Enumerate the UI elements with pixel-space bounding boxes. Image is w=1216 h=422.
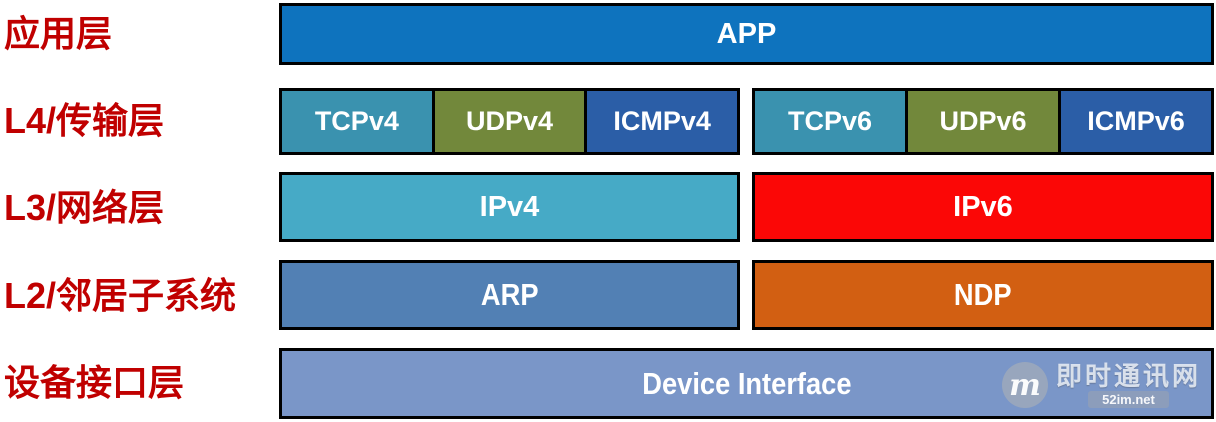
- box-ndp-label: NDP: [954, 277, 1012, 312]
- box-ipv4: IPv4: [279, 172, 740, 242]
- watermark: m 即时通讯网 52im.net: [1001, 361, 1201, 408]
- layer-label-device-interface: 设备接口层: [4, 362, 185, 403]
- box-icmpv6: ICMPv6: [1061, 91, 1211, 152]
- box-icmpv4-label: ICMPv4: [613, 106, 711, 136]
- box-ipv6: IPv6: [752, 172, 1214, 242]
- transport-v4-group: TCPv4 UDPv4 ICMPv4: [279, 88, 740, 155]
- box-tcpv4-label: TCPv4: [314, 106, 399, 136]
- transport-v6-group: TCPv6 UDPv6 ICMPv6: [752, 88, 1214, 155]
- box-arp: ARP: [279, 260, 740, 330]
- box-ndp: NDP: [752, 260, 1214, 330]
- box-udpv6-label: UDPv6: [939, 106, 1027, 136]
- box-arp-label: ARP: [480, 277, 539, 312]
- watermark-site-name: 即时通讯网: [1055, 361, 1201, 391]
- box-ipv6-label: IPv6: [953, 190, 1013, 223]
- box-tcpv6-label: TCPv6: [787, 106, 873, 136]
- box-app: APP: [279, 3, 1214, 65]
- box-udpv6: UDPv6: [908, 91, 1058, 152]
- watermark-logo-icon: m: [1001, 362, 1048, 408]
- box-tcpv4: TCPv4: [282, 91, 432, 152]
- box-udpv4-label: UDPv4: [465, 106, 554, 136]
- layer-label-application: 应用层: [4, 13, 113, 54]
- watermark-site-url: 52im.net: [1088, 391, 1169, 408]
- box-tcpv6: TCPv6: [755, 91, 905, 152]
- box-app-label: APP: [716, 17, 777, 50]
- box-device-interface-label: Device Interface: [641, 365, 852, 401]
- box-icmpv6-label: ICMPv6: [1087, 106, 1185, 136]
- layer-label-l4-transport: L4/传输层: [4, 100, 165, 141]
- box-icmpv4: ICMPv4: [587, 91, 738, 152]
- layer-label-l2-neighbor: L2/邻居子系统: [4, 275, 237, 316]
- box-ipv4-label: IPv4: [479, 190, 540, 223]
- box-device-interface: Device Interface m 即时通讯网 52im.net: [279, 348, 1214, 419]
- box-udpv4: UDPv4: [434, 91, 585, 152]
- layer-label-l3-network: L3/网络层: [4, 187, 165, 228]
